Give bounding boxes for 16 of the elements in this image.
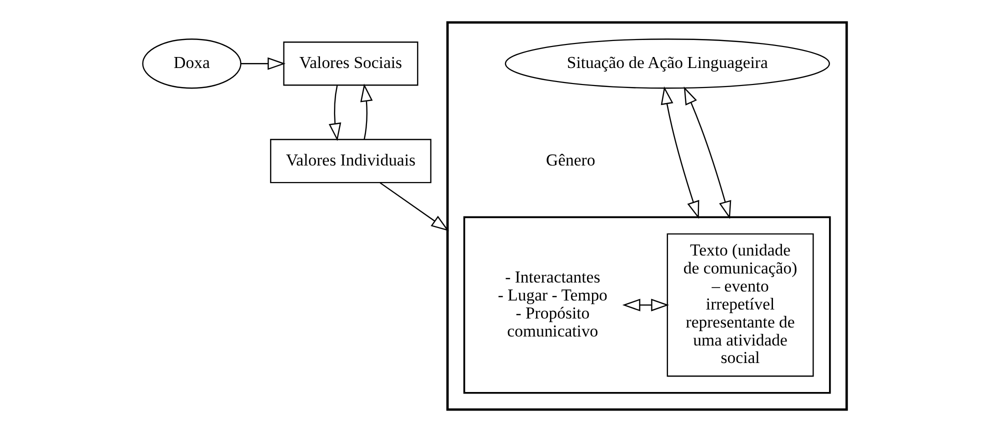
arrow [328,85,342,142]
label: Gênero [546,150,596,170]
arrow [660,86,700,219]
arrow [622,298,670,312]
node-text: - Interactantes - Lugar - Tempo - Propósito comunicativo [498,268,608,340]
cluster [463,216,831,394]
node-box: Valores Sociais [283,42,418,86]
node-box: Texto (unidade de comunicação) – evento irrepetível representante de uma atividade social [666,233,814,377]
arrow [240,57,286,70]
arrow [684,86,732,219]
node-ellipse: Doxa [142,38,242,89]
node-box: Valores Individuais [270,138,432,184]
node-ellipse: Situação de Ação Linguageira [504,38,830,89]
arrow [380,182,449,232]
arrow [360,84,373,140]
cluster [446,21,848,411]
